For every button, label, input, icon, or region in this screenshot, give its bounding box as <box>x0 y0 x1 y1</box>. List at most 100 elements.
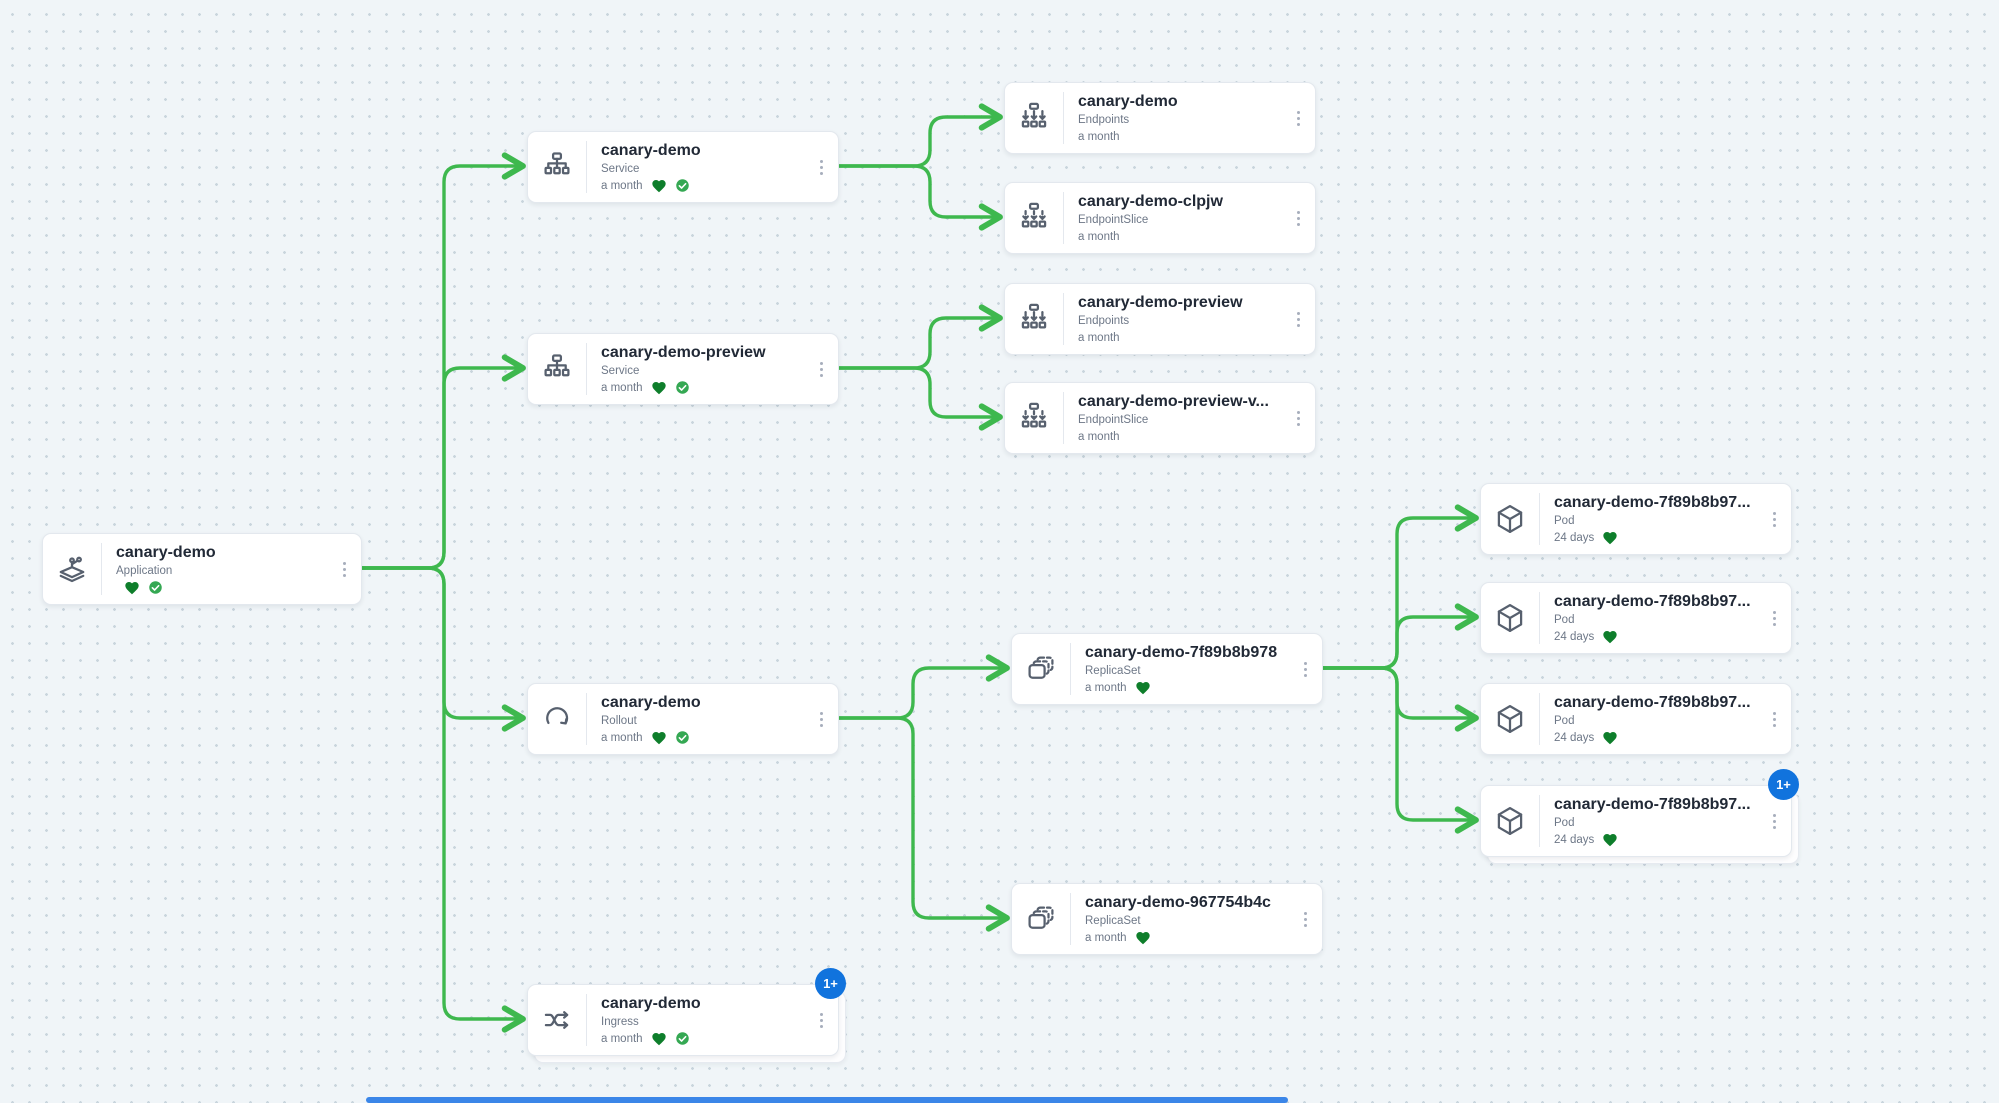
kebab-menu-button[interactable] <box>1760 511 1788 527</box>
resource-node-pod4[interactable]: canary-demo-7f89b8b97... Pod 24 days 1+ <box>1480 769 1799 864</box>
divider <box>586 994 587 1046</box>
kebab-menu-button[interactable] <box>1291 911 1319 927</box>
resource-card[interactable]: canary-demo-967754b4c ReplicaSet a month <box>1011 883 1323 955</box>
resource-node-pod2[interactable]: canary-demo-7f89b8b97... Pod 24 days <box>1480 582 1792 654</box>
resource-info: canary-demo-preview Endpoints a month <box>1064 285 1284 354</box>
divider <box>586 693 587 745</box>
resource-meta: a month <box>601 1031 803 1047</box>
service-icon <box>528 149 586 185</box>
endpointslice-icon <box>1005 200 1063 236</box>
resource-node-app[interactable]: canary-demo Application <box>42 533 362 605</box>
health-heart-icon <box>1135 930 1151 946</box>
kebab-menu-button[interactable] <box>330 561 358 577</box>
tree-edge-rollout-rs2 <box>835 716 1010 932</box>
resource-node-rs2[interactable]: canary-demo-967754b4c ReplicaSet a month <box>1011 883 1323 955</box>
resource-card[interactable]: canary-demo-preview-v... EndpointSlice a… <box>1004 382 1316 454</box>
resource-node-eps2[interactable]: canary-demo-preview-v... EndpointSlice a… <box>1004 382 1316 454</box>
resource-node-ep1[interactable]: canary-demo Endpoints a month <box>1004 82 1316 154</box>
divider <box>1539 592 1540 644</box>
resource-info: canary-demo-7f89b8b97... Pod 24 days <box>1540 584 1760 653</box>
resource-card[interactable]: canary-demo-7f89b8b97... Pod 24 days <box>1480 785 1792 857</box>
resource-node-eps1[interactable]: canary-demo-clpjw EndpointSlice a month <box>1004 182 1316 254</box>
kebab-menu-button[interactable] <box>807 711 835 727</box>
resource-name: canary-demo <box>601 141 701 159</box>
divider <box>101 543 102 595</box>
health-heart-icon <box>124 580 140 596</box>
more-items-badge[interactable]: 1+ <box>1768 769 1799 800</box>
tree-edge-app-rollout <box>358 566 526 732</box>
resource-name: canary-demo-preview-v... <box>1078 392 1269 410</box>
resource-node-svc1[interactable]: canary-demo Service a month <box>527 131 839 203</box>
divider <box>586 343 587 395</box>
kebab-menu-button[interactable] <box>1760 610 1788 626</box>
resource-age: a month <box>601 179 643 192</box>
resource-card[interactable]: canary-demo-preview Service a month <box>527 333 839 405</box>
resource-node-pod1[interactable]: canary-demo-7f89b8b97... Pod 24 days <box>1480 483 1792 555</box>
resource-node-svc2[interactable]: canary-demo-preview Service a month <box>527 333 839 405</box>
divider <box>1063 192 1064 244</box>
resource-card[interactable]: canary-demo Ingress a month <box>527 984 839 1056</box>
resource-info: canary-demo-preview-v... EndpointSlice a… <box>1064 384 1284 453</box>
resource-info: canary-demo Service a month <box>587 133 807 202</box>
divider <box>1063 92 1064 144</box>
resource-card[interactable]: canary-demo Service a month <box>527 131 839 203</box>
kebab-menu-button[interactable] <box>1284 410 1312 426</box>
resource-node-ep2[interactable]: canary-demo-preview Endpoints a month <box>1004 283 1316 355</box>
kebab-menu-button[interactable] <box>1284 210 1312 226</box>
sync-check-icon <box>148 580 163 595</box>
divider <box>1539 795 1540 847</box>
divider <box>1539 493 1540 545</box>
resource-card[interactable]: canary-demo-7f89b8b97... Pod 24 days <box>1480 582 1792 654</box>
horizontal-scrollbar-thumb[interactable] <box>366 1097 1288 1103</box>
health-heart-icon <box>651 380 667 396</box>
resource-card[interactable]: canary-demo Application <box>42 533 362 605</box>
resource-info: canary-demo-7f89b8b978 ReplicaSet a mont… <box>1071 635 1291 704</box>
resource-meta: 24 days <box>1554 629 1756 645</box>
resource-name: canary-demo <box>116 543 216 561</box>
resource-kind: Pod <box>1554 514 1575 527</box>
resource-age: a month <box>1085 681 1127 694</box>
replicaset-icon <box>1012 901 1070 937</box>
kebab-menu-button[interactable] <box>807 1012 835 1028</box>
kebab-menu-button[interactable] <box>1291 661 1319 677</box>
kebab-menu-button[interactable] <box>1284 311 1312 327</box>
kebab-menu-button[interactable] <box>807 361 835 377</box>
resource-info: canary-demo-967754b4c ReplicaSet a month <box>1071 885 1291 954</box>
resource-card[interactable]: canary-demo-7f89b8b97... Pod 24 days <box>1480 683 1792 755</box>
resource-node-ingress[interactable]: canary-demo Ingress a month 1+ <box>527 968 846 1063</box>
resource-node-pod3[interactable]: canary-demo-7f89b8b97... Pod 24 days <box>1480 683 1792 755</box>
resource-meta: a month <box>1078 429 1280 445</box>
resource-card[interactable]: canary-demo-7f89b8b978 ReplicaSet a mont… <box>1011 633 1323 705</box>
resource-node-rollout[interactable]: canary-demo Rollout a month <box>527 683 839 755</box>
kebab-menu-button[interactable] <box>1760 813 1788 829</box>
resource-card[interactable]: canary-demo Rollout a month <box>527 683 839 755</box>
resource-info: canary-demo Ingress a month <box>587 986 807 1055</box>
divider <box>1063 392 1064 444</box>
tree-edge-rollout-rs1 <box>835 654 1010 720</box>
pod-icon <box>1481 701 1539 737</box>
resource-age: a month <box>601 731 643 744</box>
tree-edge-app-ingress <box>358 566 526 1033</box>
resource-meta <box>116 580 326 596</box>
more-items-badge[interactable]: 1+ <box>815 968 846 999</box>
divider <box>1063 293 1064 345</box>
resource-kind: Ingress <box>601 1015 639 1028</box>
resource-card[interactable]: canary-demo Endpoints a month <box>1004 82 1316 154</box>
resource-kind: Application <box>116 564 173 577</box>
sync-check-icon <box>675 730 690 745</box>
resource-kind: Service <box>601 364 640 377</box>
resource-age: a month <box>1078 130 1120 143</box>
application-icon <box>43 551 101 587</box>
resource-node-rs1[interactable]: canary-demo-7f89b8b978 ReplicaSet a mont… <box>1011 633 1323 705</box>
resource-meta: 24 days <box>1554 832 1756 848</box>
resource-meta: a month <box>1085 930 1287 946</box>
resource-card[interactable]: canary-demo-clpjw EndpointSlice a month <box>1004 182 1316 254</box>
resource-kind: Service <box>601 162 640 175</box>
kebab-menu-button[interactable] <box>1284 110 1312 126</box>
resource-name: canary-demo-7f89b8b978 <box>1085 643 1278 661</box>
kebab-menu-button[interactable] <box>1760 711 1788 727</box>
resource-card[interactable]: canary-demo-7f89b8b97... Pod 24 days <box>1480 483 1792 555</box>
resource-card[interactable]: canary-demo-preview Endpoints a month <box>1004 283 1316 355</box>
kebab-menu-button[interactable] <box>807 159 835 175</box>
